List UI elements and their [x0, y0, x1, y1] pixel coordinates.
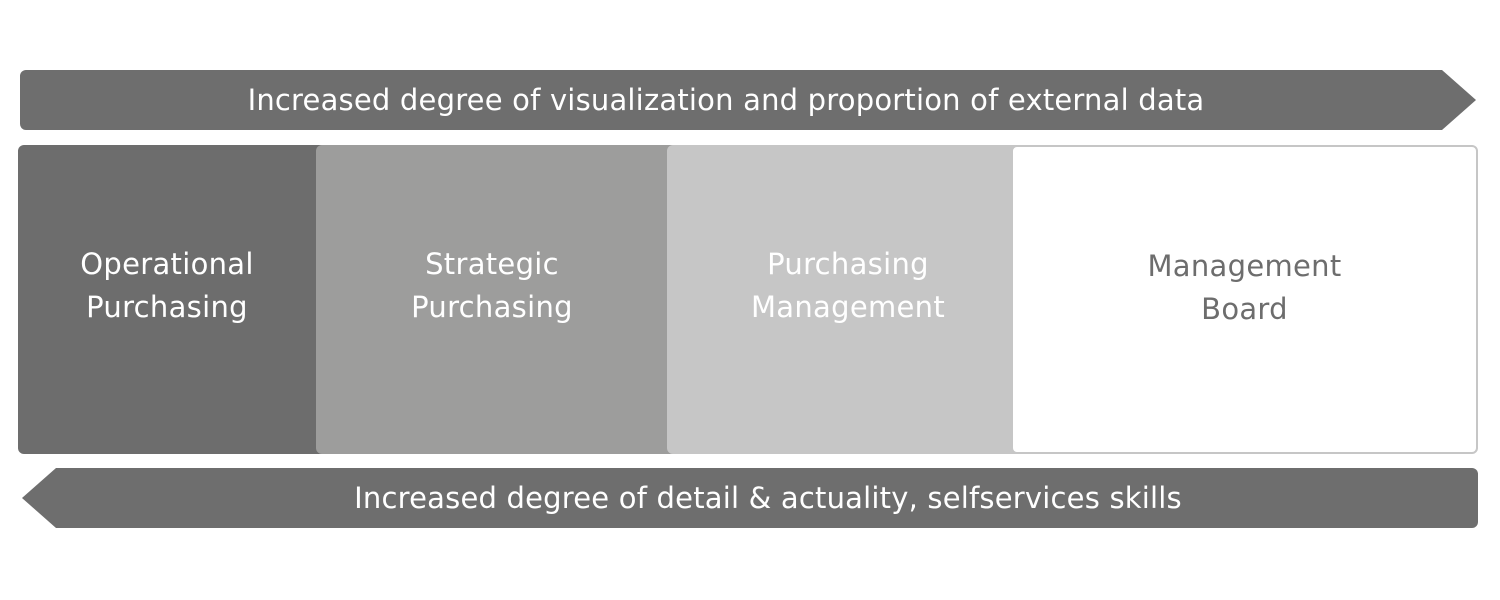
stage-purchasing-management: Purchasing Management: [667, 145, 1039, 454]
bottom-arrow-detail: Increased degree of detail & actuality, …: [22, 468, 1478, 528]
bottom-arrow-label: Increased degree of detail & actuality, …: [354, 481, 1182, 515]
stage-strategic-purchasing: Strategic Purchasing: [316, 145, 696, 454]
top-arrow-label: Increased degree of visualization and pr…: [247, 83, 1205, 117]
stage-management-board: Management Board: [1011, 145, 1478, 454]
stage-row: Operational Purchasing Strategic Purchas…: [18, 145, 1478, 454]
stage-label: Operational Purchasing: [80, 247, 254, 324]
stage-label: Management Board: [1147, 249, 1342, 326]
stage-operational-purchasing: Operational Purchasing: [18, 145, 338, 454]
top-arrow-visualization: Increased degree of visualization and pr…: [20, 70, 1476, 130]
stage-label: Strategic Purchasing: [411, 247, 573, 324]
stage-label: Purchasing Management: [750, 247, 946, 324]
